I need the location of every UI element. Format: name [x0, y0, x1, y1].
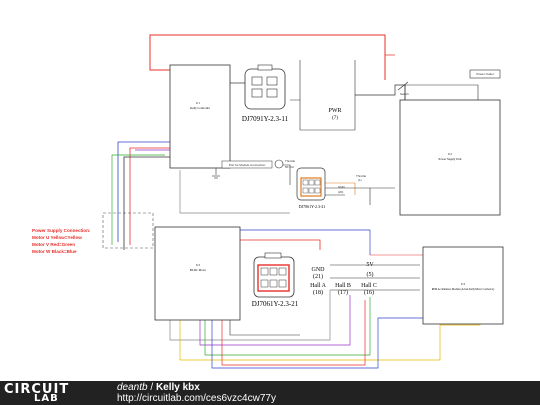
- logo-text-bottom: LAB: [34, 393, 59, 404]
- gnd-pin-small: (20): [338, 190, 343, 194]
- u2-name: Power Supply Unit: [438, 157, 461, 161]
- wire-black-switch: [355, 84, 406, 100]
- throttle-pin: (1): [358, 178, 362, 182]
- throttle-pot-label-2: 5K Pot: [285, 165, 294, 169]
- conn1-pin-3: [251, 88, 263, 98]
- pwr-label: PWR: [328, 108, 341, 114]
- port-module-box: [221, 160, 273, 169]
- conn1-pin-4: [266, 88, 278, 98]
- conn3-pin-6: [278, 279, 287, 288]
- u1-ref: U1: [196, 101, 200, 105]
- conn2-pin-5: [308, 187, 315, 194]
- u4-name: RPM Accumulator Module (Actual Kelly/Mot…: [432, 288, 495, 291]
- u3-ref: U3: [196, 263, 200, 267]
- wire-green-right: [111, 154, 165, 245]
- hall-a-label: Hall A: [310, 283, 326, 289]
- switch-blade: [397, 81, 409, 91]
- power-outlet-box: [469, 69, 501, 79]
- hall-a-num: (18): [313, 289, 323, 296]
- wire-black-pwr: [290, 60, 356, 131]
- throttle-pot-circle: [274, 159, 284, 169]
- schematic: U1 Kelly Controller DJ7091Y-2.3-11 PWR (…: [32, 34, 504, 369]
- u2-psu-box: [399, 99, 501, 216]
- wire-red-bottom: [221, 300, 366, 366]
- conn2-highlight: [300, 177, 322, 197]
- wire-orange-throttle: [325, 182, 356, 195]
- circuit-url[interactable]: http://circuitlab.com/ces6vzc4cw77y: [117, 393, 276, 404]
- throttle-pot-label: Throttle: [285, 159, 296, 163]
- conn2-pin-1: [302, 179, 309, 186]
- note-line1: Power Supply Connection:: [32, 228, 91, 233]
- pwr-pin: (7): [332, 116, 338, 121]
- conn3-pin-2: [269, 267, 278, 276]
- wire-red-5v: [231, 239, 321, 250]
- gnd-label: GND: [312, 267, 326, 273]
- note-line3: Motor V Red=Green: [32, 242, 75, 247]
- u4-ref: U4: [461, 282, 465, 286]
- logo-text-top: CIRCUIT: [4, 382, 70, 397]
- conn1-pin-2: [266, 76, 278, 86]
- conn3-pin-1: [260, 267, 269, 276]
- gnd-label-small: GND: [338, 185, 346, 189]
- conn2-pin-3: [314, 179, 321, 186]
- wire-green-bottom: [204, 297, 371, 356]
- wire-gray-mid: [179, 170, 290, 214]
- conn3-tab: [264, 252, 282, 259]
- gnd-num: (21): [313, 273, 323, 280]
- footer-title-line: deantb / Kelly kbx: [117, 382, 200, 393]
- switch-label: Switch: [400, 92, 409, 96]
- conn3-label: DJ7061Y-2.3-21: [252, 300, 299, 308]
- wire-gray-bottom: [169, 290, 331, 341]
- conn1-pin-1: [251, 76, 263, 86]
- conn2-pin-4: [302, 187, 309, 194]
- conn3-pin-3: [278, 267, 287, 276]
- wire-black-throttle2: [325, 187, 395, 205]
- note-line2: Motor U Yellow=Yellow: [32, 235, 82, 240]
- v5-num: (5): [367, 271, 374, 278]
- hall-c-label: Hall C: [361, 283, 377, 289]
- hall-c-num: (16): [364, 289, 374, 296]
- conn3-pin-5: [269, 279, 278, 288]
- schematic-canvas: U1 Kelly Controller DJ7091Y-2.3-11 PWR (…: [32, 34, 504, 369]
- circuitlab-logo[interactable]: CIRCUIT LAB: [4, 382, 94, 404]
- wire-blue-bottom: [211, 317, 425, 369]
- u1-controller-box: [169, 64, 231, 169]
- hall-b-label: Hall B: [335, 283, 351, 289]
- title-separator: /: [150, 382, 154, 393]
- port-module-label: Port for Module Connection: [229, 163, 266, 167]
- u3-motor-box: [154, 226, 241, 321]
- wire-blue-left: [117, 141, 170, 242]
- circuit-title[interactable]: Kelly kbx: [155, 382, 200, 393]
- conn2-pin-6: [314, 187, 321, 194]
- u1-name: Kelly Controller: [190, 106, 210, 110]
- conn3-highlight: [257, 264, 290, 292]
- u4-rpm-box: [422, 246, 504, 325]
- v5-label: 5V: [366, 262, 374, 268]
- footer-bar: CIRCUIT LAB deantb / Kelly kbx http://ci…: [0, 381, 540, 405]
- u2-ref: U2: [448, 152, 452, 156]
- author-link[interactable]: deantb: [117, 382, 148, 393]
- conn2-label: DJ7061Y-2.3-21: [299, 204, 326, 209]
- wire-black-left: [123, 156, 170, 250]
- conn1-tab-top: [257, 64, 273, 71]
- conn1-label: DJ7091Y-2.3-11: [242, 115, 289, 123]
- u3-name: BLDC Motor: [190, 268, 206, 272]
- note-line4: Motor W Black=Blue: [32, 249, 77, 254]
- wire-blue-5v: [224, 229, 371, 255]
- conn2-pin-2: [308, 179, 315, 186]
- conn3-pin-4: [260, 279, 269, 288]
- power-outlet-label: Power Outlet: [476, 72, 494, 76]
- wire-purple-bottom: [199, 295, 351, 346]
- wire-red-left: [129, 147, 170, 245]
- wire-red-top: [149, 34, 386, 80]
- wire-black-throttle: [282, 164, 291, 185]
- hall-b-num: (17): [338, 289, 348, 296]
- wire-black-bottom: [229, 320, 300, 336]
- note-dashed-box: [102, 212, 154, 249]
- wire-power-outlet: [404, 84, 479, 100]
- conn1-body: [244, 68, 286, 110]
- throttle-label: Throttle: [356, 174, 367, 178]
